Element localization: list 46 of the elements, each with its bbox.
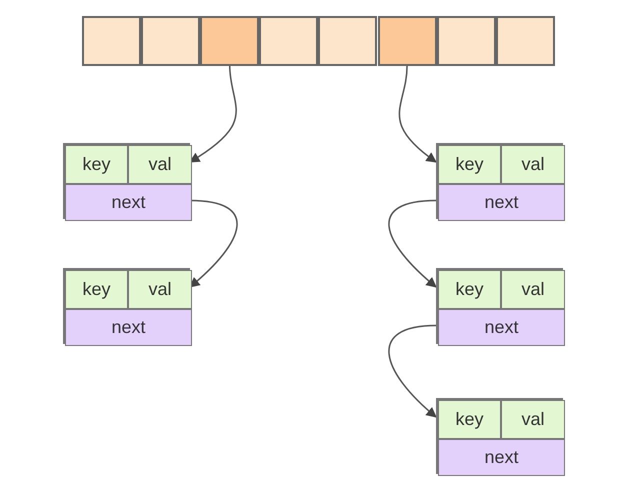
field-label: val bbox=[148, 153, 172, 176]
field-label: val bbox=[521, 408, 544, 431]
entry-box bbox=[63, 268, 190, 344]
field-cell bbox=[438, 439, 565, 476]
field-cell bbox=[438, 145, 501, 184]
field-label: next bbox=[111, 191, 146, 214]
arrow bbox=[388, 324, 437, 418]
field-label: key bbox=[455, 153, 484, 176]
field-label: next bbox=[484, 446, 519, 469]
arrow bbox=[388, 200, 437, 288]
field-label: key bbox=[455, 408, 484, 431]
arrow bbox=[398, 66, 437, 163]
field-label: key bbox=[82, 153, 110, 176]
field-cell bbox=[438, 400, 501, 439]
field-cell bbox=[65, 145, 128, 184]
field-cell bbox=[501, 270, 565, 309]
field-label: next bbox=[484, 191, 519, 214]
field-label: val bbox=[521, 153, 544, 176]
field-label: key bbox=[82, 278, 110, 301]
field-cell bbox=[128, 145, 192, 184]
entry-box bbox=[436, 398, 563, 474]
array-cell bbox=[436, 16, 496, 66]
field-label: val bbox=[148, 278, 172, 301]
field-cell bbox=[65, 309, 192, 346]
array-cell bbox=[141, 16, 200, 66]
field-cell bbox=[438, 270, 501, 309]
field-cell bbox=[438, 184, 565, 221]
field-cell bbox=[65, 270, 128, 309]
field-cell bbox=[501, 400, 565, 439]
entry-box bbox=[63, 143, 190, 219]
field-cell bbox=[501, 145, 565, 184]
field-cell bbox=[65, 184, 192, 221]
field-cell bbox=[438, 309, 565, 346]
array-cell bbox=[496, 16, 555, 66]
array-cell bbox=[200, 16, 260, 66]
field-cell bbox=[128, 270, 192, 309]
field-label: next bbox=[111, 316, 146, 339]
array-cell bbox=[82, 16, 142, 66]
array-cell bbox=[318, 16, 378, 66]
entry-box bbox=[436, 268, 563, 344]
entry-box bbox=[436, 143, 563, 219]
array-cell bbox=[378, 16, 437, 66]
array-cell bbox=[259, 16, 318, 66]
field-label: next bbox=[484, 316, 519, 339]
field-label: key bbox=[455, 278, 484, 301]
field-label: val bbox=[521, 278, 544, 301]
